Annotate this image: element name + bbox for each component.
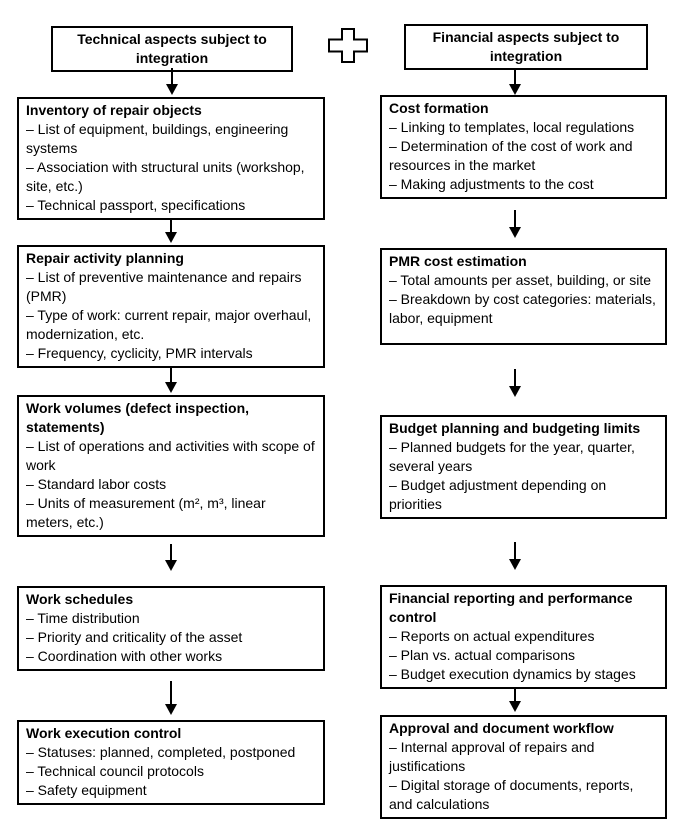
box-item: – Breakdown by cost categories: material… [389,291,656,326]
box-item: – Making adjustments to the cost [389,176,594,192]
box-item: – List of operations and activities with… [26,438,315,473]
box-item: – List of equipment, buildings, engineer… [26,121,289,156]
box-approval-document-workflow: Approval and document workflow – Interna… [380,715,667,819]
box-item: – Units of measurement (m², m³, linear m… [26,495,266,530]
box-work-schedules: Work schedules – Time distribution – Pri… [17,586,325,671]
plus-icon [328,28,368,63]
box-item: – Frequency, cyclicity, PMR intervals [26,345,253,361]
box-item: – Statuses: planned, completed, postpone… [26,744,296,760]
box-item: – Total amounts per asset, building, or … [389,272,652,288]
box-item: – Technical passport, specifications [26,197,246,213]
down-arrow [509,542,521,570]
box-cost-formation: Cost formation – Linking to templates, l… [380,95,667,199]
box-item: – Budget execution dynamics by stages [389,666,636,682]
box-title: Budget planning and budgeting limits [389,420,641,436]
box-item: – Linking to templates, local regulation… [389,119,635,135]
down-arrow [509,68,521,95]
box-pmr-cost-estimation: PMR cost estimation – Total amounts per … [380,248,667,345]
box-title: Work volumes (defect inspection, stateme… [26,400,250,435]
box-title: PMR cost estimation [389,253,527,269]
down-arrow [166,68,178,95]
box-title: Work schedules [26,591,134,607]
box-item: – Type of work: current repair, major ov… [26,307,312,342]
box-title: Cost formation [389,100,489,116]
down-arrow [165,681,177,715]
box-item: – Technical council protocols [26,763,204,779]
box-repair-activity-planning: Repair activity planning – List of preve… [17,245,325,368]
down-arrow [165,544,177,571]
box-title: Repair activity planning [26,250,184,266]
technical-header-label: Technical aspects subject to integration [77,31,267,66]
box-item: – Reports on actual expenditures [389,628,595,644]
box-item: – Digital storage of documents, reports,… [389,777,634,812]
financial-header-box: Financial aspects subject to integration [404,24,648,70]
box-item: – Safety equipment [26,782,147,798]
box-item: – List of preventive maintenance and rep… [26,269,302,304]
down-arrow [509,684,521,712]
technical-header-box: Technical aspects subject to integration [51,26,293,72]
box-item: – Priority and criticality of the asset [26,629,243,645]
box-title: Inventory of repair objects [26,102,202,118]
box-inventory-of-repair-objects: Inventory of repair objects – List of eq… [17,97,325,220]
down-arrow [165,216,177,243]
box-title: Work execution control [26,725,182,741]
box-item: – Internal approval of repairs and justi… [389,739,595,774]
box-item: – Time distribution [26,610,140,626]
box-item: – Association with structural units (wor… [26,159,305,194]
box-financial-reporting-control: Financial reporting and performance cont… [380,585,667,689]
box-title: Financial reporting and performance cont… [389,590,633,625]
box-item: – Coordination with other works [26,648,223,664]
box-item: – Planned budgets for the year, quarter,… [389,439,635,474]
box-work-volumes: Work volumes (defect inspection, stateme… [17,395,325,537]
down-arrow [509,369,521,397]
box-title: Approval and document workflow [389,720,614,736]
down-arrow [509,210,521,238]
box-budget-planning-and-limits: Budget planning and budgeting limits – P… [380,415,667,519]
box-item: – Budget adjustment depending on priorit… [389,477,607,512]
box-item: – Determination of the cost of work and … [389,138,633,173]
financial-header-label: Financial aspects subject to integration [432,29,620,64]
box-work-execution-control: Work execution control – Statuses: plann… [17,720,325,805]
box-item: – Standard labor costs [26,476,167,492]
box-item: – Plan vs. actual comparisons [389,647,575,663]
down-arrow [165,366,177,393]
